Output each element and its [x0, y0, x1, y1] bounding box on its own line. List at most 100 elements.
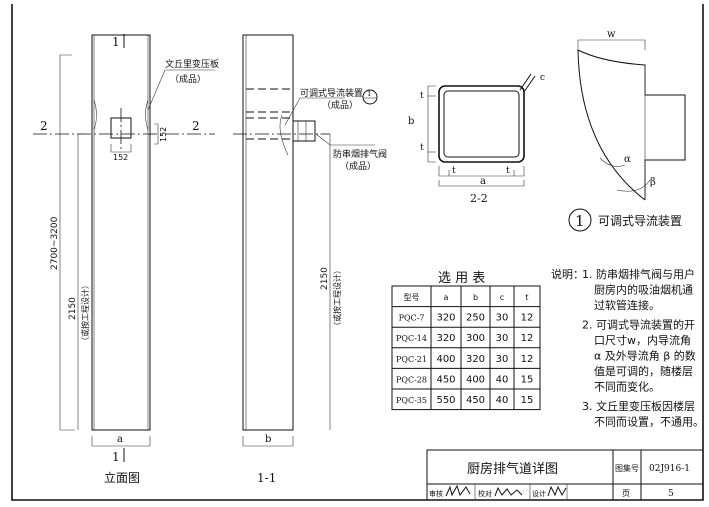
label-beta: β [650, 177, 656, 188]
table-header-cell: b [473, 293, 478, 302]
dim-152-vertical: 152 [159, 127, 168, 142]
elevation-view: 2 2 1 1 2700~3200 2150 （或按工程设计） 152 152 … [33, 34, 219, 485]
design-label: 设计 [532, 489, 546, 498]
table-cell: 12 [521, 333, 534, 344]
label-w: w [607, 29, 616, 40]
label-a: a [480, 176, 486, 187]
atlas-number: 02J916-1 [649, 464, 690, 474]
dim-b: b [265, 434, 271, 445]
table-cell: PQC-35 [396, 396, 427, 405]
dim-note-section: （或按工程设计） [332, 266, 342, 330]
detail-number: 1 [575, 212, 585, 230]
table-cell: 30 [496, 333, 509, 344]
table-cell: PQC-21 [396, 355, 427, 364]
note-line: 过软管连接。 [594, 298, 660, 312]
note-line: 口尺寸w，内导流角 [594, 333, 691, 347]
design-signature [547, 485, 567, 497]
callout-guide-device: 可调式导流装置 [300, 87, 363, 99]
table-cell: 15 [521, 395, 534, 406]
dim-2150-section: 2150 [320, 267, 330, 290]
page-label: 页 [622, 489, 630, 498]
table-cell: 320 [436, 313, 455, 324]
check-signature [494, 486, 523, 497]
dim-note: （或按工程设计） [80, 281, 90, 345]
table-header-cell: c [500, 293, 504, 302]
note-line: 2. 可调式导流装置的开 [582, 318, 695, 332]
section-mark-2-left: 2 [40, 119, 48, 133]
callout-anti-smoke-valve-sub: （成品） [340, 160, 376, 172]
drawing-title: 厨房排气道详图 [467, 461, 558, 477]
title-block: 厨房排气道详图 图集号 02J916-1 审核 校对 设计 页 5 [426, 449, 704, 501]
note-line: 1. 防串烟排气阀与用户 [582, 267, 695, 281]
section-mark-2-right: 2 [192, 119, 200, 133]
table-cell: 320 [436, 333, 455, 344]
flue-section-outline [242, 34, 294, 431]
atlas-label: 图集号 [615, 463, 639, 473]
dim-2150: 2150 [68, 297, 78, 320]
detail-1-caption: 可调式导流装置 [598, 214, 682, 228]
table-cell: 320 [466, 354, 485, 365]
page-number: 5 [668, 489, 674, 499]
table-cell: 40 [496, 374, 509, 385]
detail-1-view: w α β 1 可调式导流装置 [568, 29, 686, 232]
guide-device-curve [577, 49, 646, 201]
table-header-cell: t [525, 293, 528, 302]
flue-elevation-outline [91, 34, 151, 431]
elevation-caption: 立面图 [104, 470, 140, 485]
sheet-frame [11, 4, 704, 501]
table-cell: 15 [521, 374, 534, 385]
dim-a: a [117, 434, 123, 445]
note-line: 不同而设置，不通用。 [594, 416, 704, 429]
flue-cross-section-outer [438, 85, 525, 163]
table-cell: 30 [496, 313, 509, 324]
label-t-bottom: t [420, 143, 424, 153]
note-line: 3. 文丘里变压板因楼层 [582, 399, 695, 413]
table-cell: 40 [496, 395, 509, 406]
detail-number-circle [568, 208, 592, 232]
callout-venturi-plate: 文丘里变压板 [165, 58, 219, 70]
label-c: c [540, 73, 545, 83]
callout-anti-smoke-valve: 防串烟排气阀 [333, 148, 387, 160]
review-signature [445, 484, 471, 497]
label-alpha: α [624, 154, 631, 165]
table-cell: 250 [466, 313, 485, 324]
label-t-top: t [420, 91, 424, 101]
label-t-left: t [452, 166, 456, 176]
table-cell: PQC-14 [396, 334, 427, 343]
table-cell: PQC-28 [396, 375, 427, 384]
label-b: b [408, 116, 414, 127]
section-mark-1-bottom: 1 [112, 450, 120, 464]
table-cell: 450 [466, 395, 485, 406]
table-cell: 30 [496, 354, 509, 365]
table-cell: 400 [436, 354, 455, 365]
table-cell: 12 [521, 313, 534, 324]
guide-device [279, 114, 289, 156]
guide-device-outline [577, 49, 686, 200]
dim-total-height: 2700~3200 [50, 216, 60, 270]
flue-cross-section-inner [443, 90, 520, 158]
note-line: 值是可调的，随楼层 [594, 364, 693, 378]
venturi-plate [93, 99, 149, 131]
notes-label: 说明： [551, 267, 584, 281]
section-1-1-view: 可调式导流装置 （成品） 1 防串烟排气阀 （成品） 2150 （或按工程设计）… [233, 34, 387, 485]
note-line: α 及外导流角 β 的数 [594, 349, 696, 363]
detail-ref-number: 1 [367, 90, 371, 98]
label-t-right: t [506, 166, 510, 176]
table-cell: 400 [466, 374, 485, 385]
section-1-1-caption: 1-1 [257, 471, 276, 485]
callout-venturi-plate-sub: （成品） [170, 73, 206, 85]
review-label: 审核 [429, 489, 443, 498]
check-label: 校对 [478, 489, 492, 498]
selection-table-title: 选 用 表 [438, 271, 485, 286]
anti-smoke-valve [292, 120, 316, 142]
note-line: 厨房内的吸油烟机通 [594, 283, 693, 297]
table-cell: 12 [521, 354, 534, 365]
table-cell: PQC-7 [399, 314, 425, 323]
table-cell: 300 [466, 333, 485, 344]
table-cell: 550 [436, 395, 455, 406]
detail-ref-circle [362, 89, 378, 105]
section-mark-1-top: 1 [112, 35, 120, 49]
